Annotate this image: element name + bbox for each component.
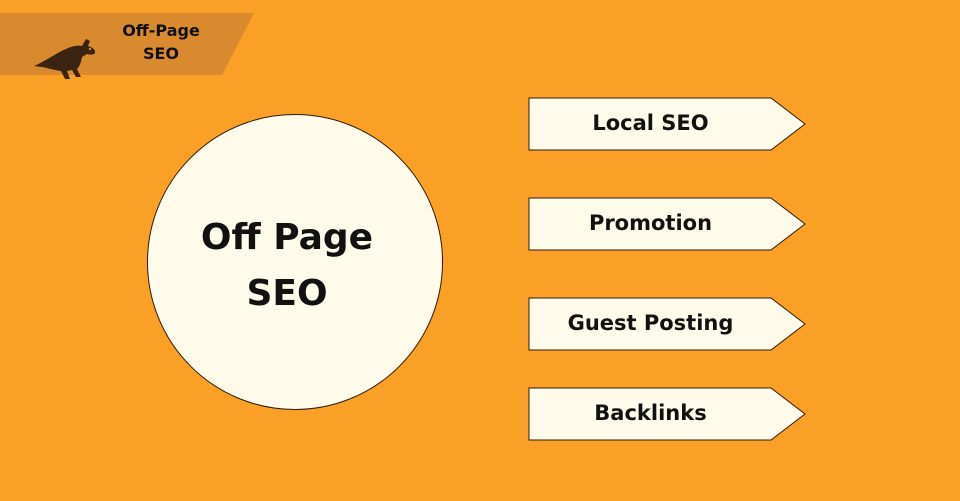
- badge-title-line1: Off-Page: [122, 21, 200, 40]
- arrow-label: Local SEO: [592, 111, 709, 135]
- center-circle: [147, 114, 443, 410]
- badge-title: Off-Page SEO: [106, 19, 216, 65]
- kangaroo-icon: [34, 39, 96, 79]
- arrow-item-guest-posting: Guest Posting: [528, 297, 808, 351]
- arrow-item-local-seo: Local SEO: [528, 97, 808, 151]
- center-title-line1: Off Page: [200, 217, 374, 258]
- center-title: Off Page SEO: [147, 210, 427, 322]
- arrow-label: Backlinks: [594, 401, 707, 425]
- arrow-item-promotion: Promotion: [528, 197, 808, 251]
- arrow-item-backlinks: Backlinks: [528, 387, 808, 441]
- arrow-label: Guest Posting: [567, 311, 734, 335]
- arrow-shape: [528, 297, 806, 351]
- arrow-label: Promotion: [588, 211, 713, 235]
- center-title-line2: SEO: [246, 273, 328, 314]
- arrow-shape: [528, 387, 806, 441]
- header-badge: Off-Page SEO: [0, 13, 254, 79]
- badge-title-line2: SEO: [142, 44, 180, 63]
- arrow-shape: [528, 197, 806, 251]
- arrow-shape: [528, 97, 806, 151]
